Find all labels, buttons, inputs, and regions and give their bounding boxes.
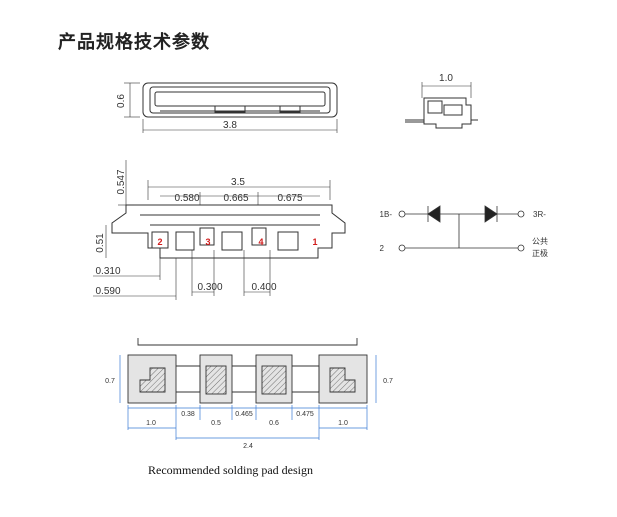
front-view-outline (111, 204, 346, 259)
pad-height-left: 0.7 (105, 378, 115, 385)
pad-caption: Recommended solding pad design (148, 463, 313, 477)
top-view (124, 82, 338, 133)
front-view-spacing-3: 0.675 (277, 193, 302, 204)
pad-height-right: 0.7 (383, 378, 393, 385)
front-view-bottom-width-1: 0.300 (197, 282, 222, 293)
front-view-bottom-width-2: 0.400 (251, 282, 276, 293)
pad-design (127, 338, 368, 404)
front-view-side-height: 0.51 (95, 233, 106, 253)
pin-3-outline (175, 231, 195, 251)
pin-label-3: 3 (205, 237, 210, 247)
pin-label-4: 4 (258, 237, 263, 247)
front-view-offset-1: 0.310 (95, 266, 120, 277)
terminal-3r (517, 210, 525, 218)
pad-width-1: 1.0 (146, 420, 156, 427)
schematic-pin-1b: 1B- (380, 210, 393, 219)
pad-width-2: 0.38 (181, 411, 195, 418)
pin-2-outline (151, 231, 169, 249)
terminal-1b (398, 210, 406, 218)
top-view-width-label: 3.8 (223, 120, 237, 131)
pad-width-5: 0.6 (269, 420, 279, 427)
terminal-common (517, 244, 525, 252)
pad-total-width: 2.4 (243, 443, 253, 450)
side-view-outline (423, 97, 472, 129)
front-view (93, 160, 346, 300)
diode-right-icon (484, 205, 498, 223)
pad-width-6: 0.475 (296, 411, 314, 418)
schematic-common-label: 公共 (532, 237, 548, 246)
top-view-height-label: 0.6 (116, 94, 127, 108)
schematic (398, 205, 525, 252)
pad-width-4: 0.465 (235, 411, 253, 418)
diode-left-icon (427, 205, 441, 223)
pin-4-outline (221, 231, 243, 251)
pad-width-7: 1.0 (338, 420, 348, 427)
page-title: 产品规格技术参数 (58, 32, 210, 53)
side-view-width-label: 1.0 (439, 73, 453, 84)
pin-label-2: 2 (157, 237, 162, 247)
pad-dimensions (119, 355, 377, 440)
front-view-offset-2: 0.590 (95, 286, 120, 297)
side-view (405, 82, 478, 129)
schematic-pin-3r: 3R- (533, 210, 546, 219)
front-view-top-height: 0.547 (116, 169, 127, 194)
front-view-width-label: 3.5 (231, 177, 245, 188)
pin-1-outline (277, 231, 299, 251)
pin-label-1: 1 (312, 237, 317, 247)
schematic-anode-label: 正极 (532, 248, 548, 258)
schematic-pin-2: 2 (380, 244, 385, 253)
terminal-2 (398, 244, 406, 252)
front-view-spacing-2: 0.665 (223, 193, 248, 204)
pad-width-3: 0.5 (211, 420, 221, 427)
front-view-spacing-1: 0.580 (174, 193, 199, 204)
top-view-outline (142, 82, 338, 118)
